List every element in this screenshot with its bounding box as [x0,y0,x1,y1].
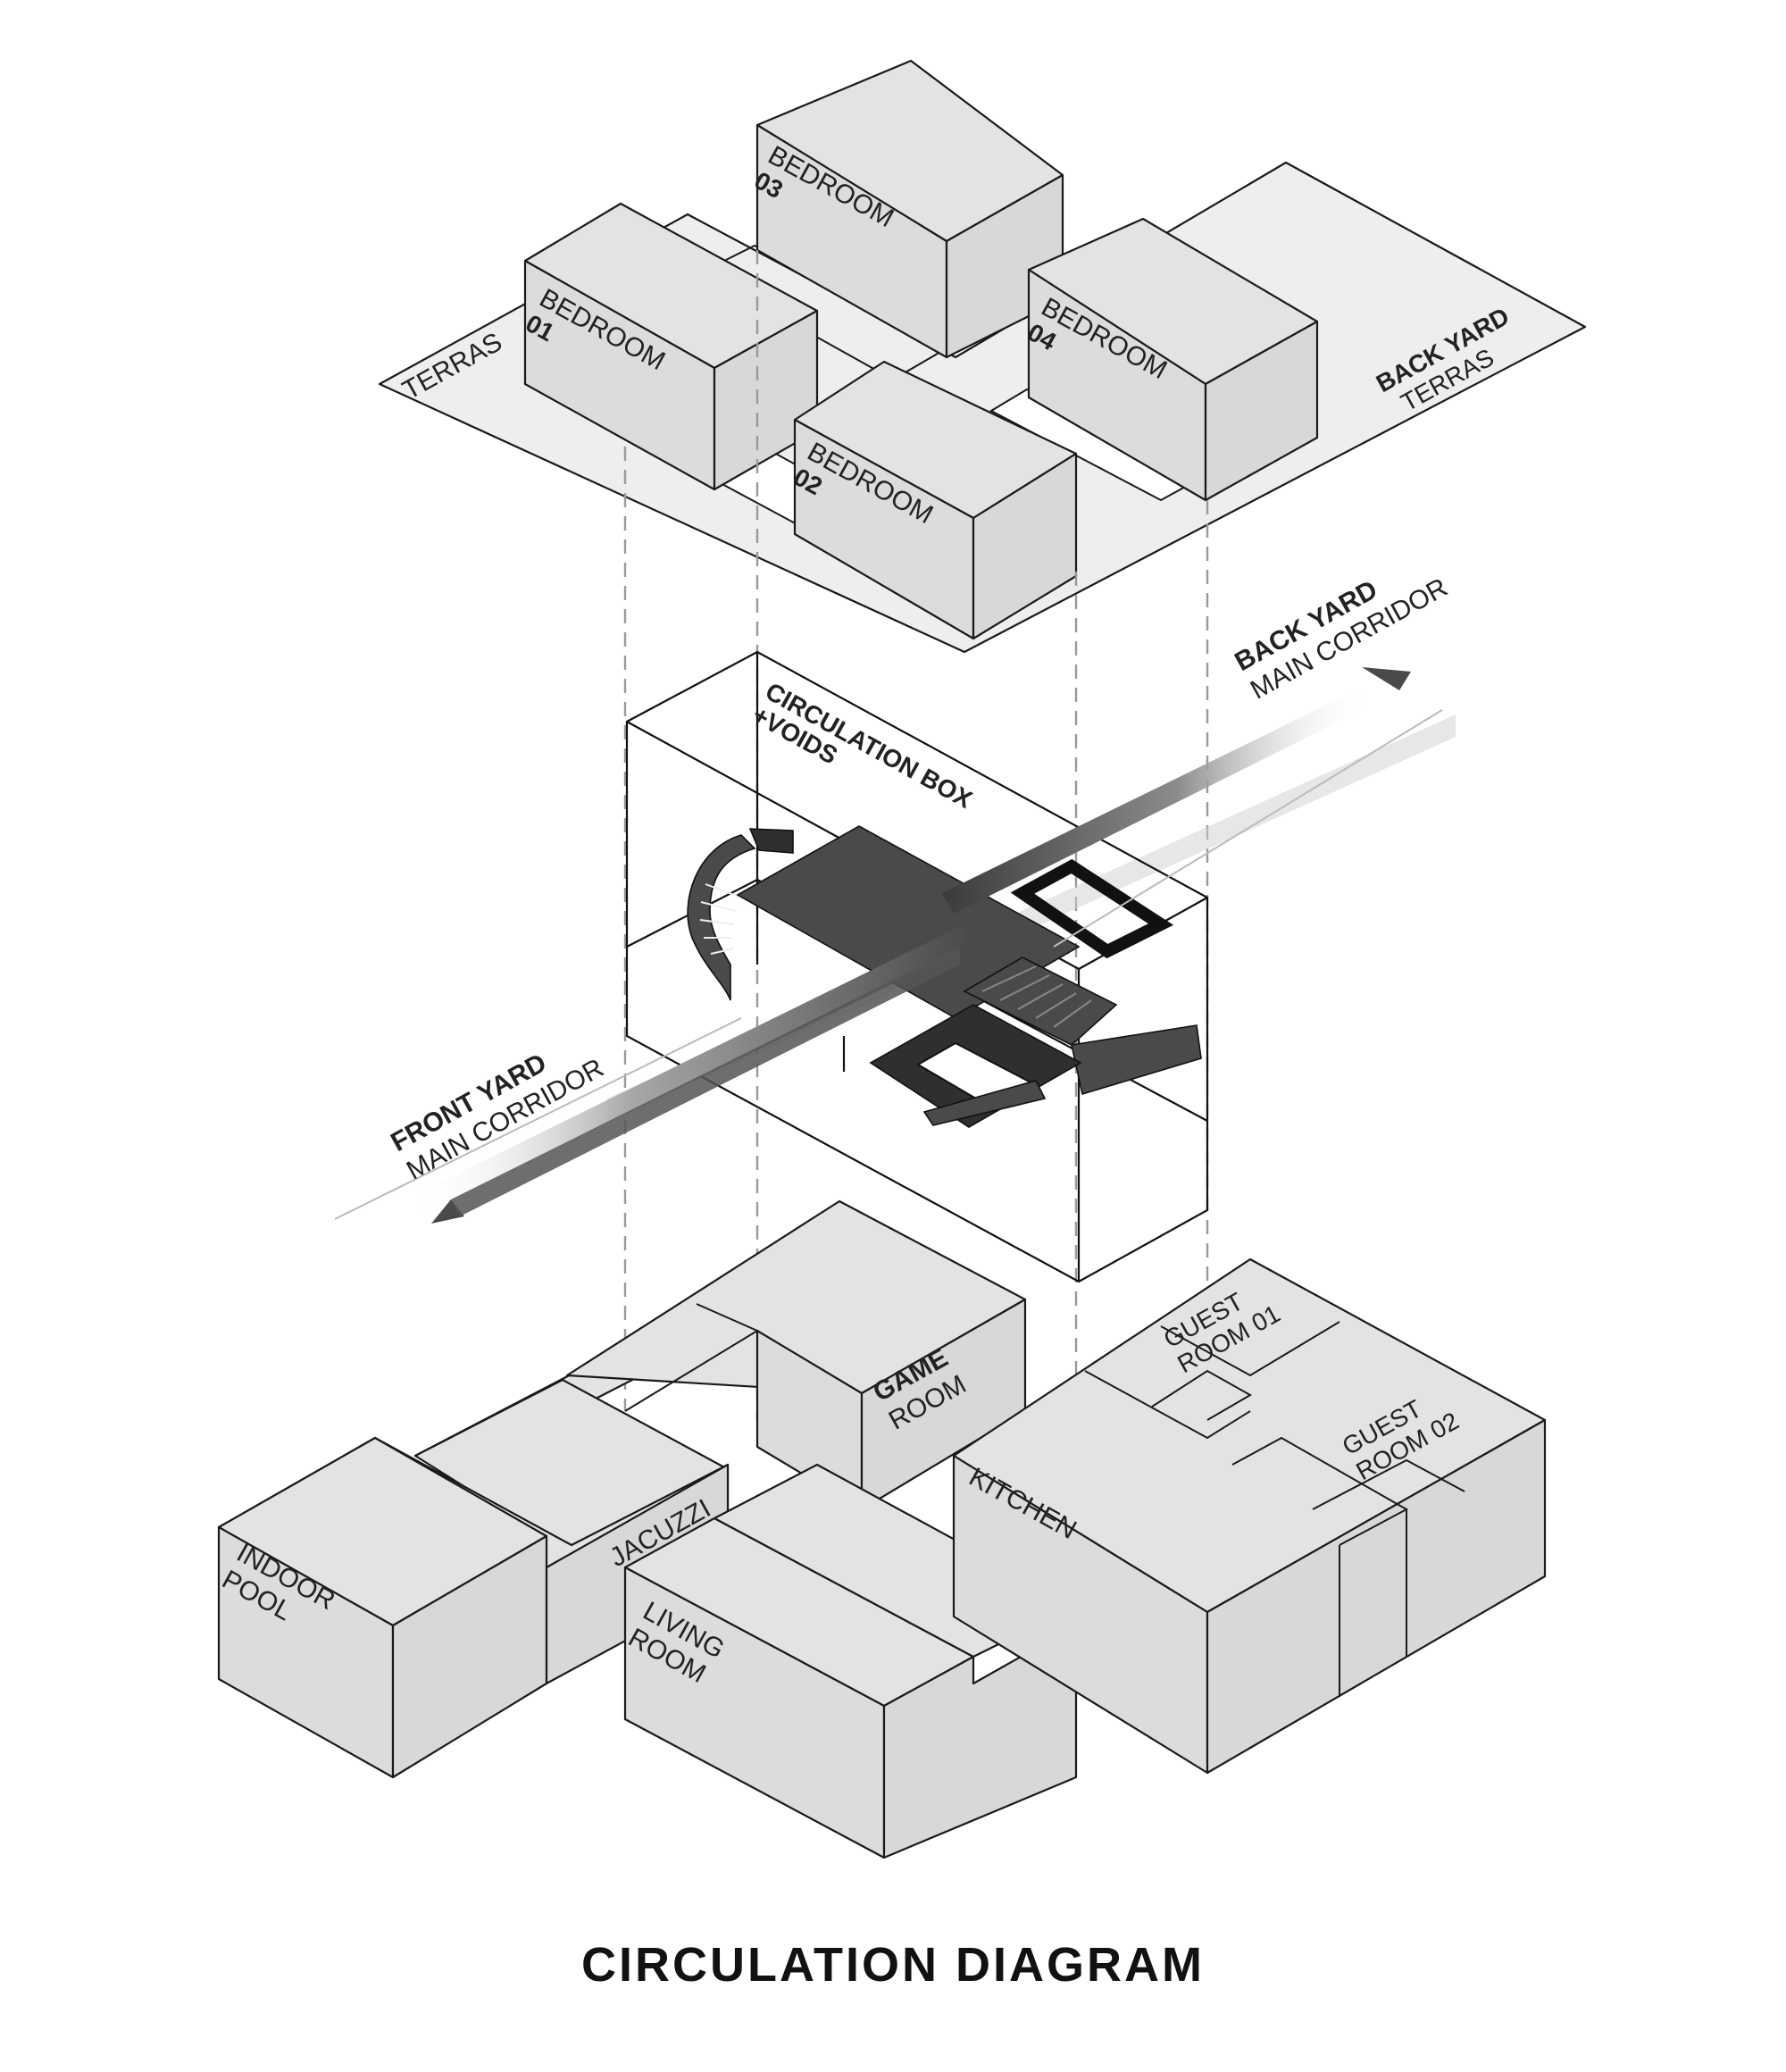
front-yard-arrowhead [431,1199,464,1224]
straight-stair [963,957,1202,1096]
bedroom-02-block [793,360,1078,640]
back-yard-corridor-label: BACK YARD MAIN CORRIDOR [1230,572,1452,705]
diagram-title: CIRCULATION DIAGRAM [581,1938,1205,1992]
box-inner-floor [626,878,1208,1122]
back-guide-line [1053,709,1443,948]
ground-floor: GAME ROOM INDOOR POOL JACUZZI LIVING ROO… [217,1199,1547,1859]
lower-stair [922,1080,1047,1126]
bedroom-01-block [523,202,819,491]
circulation-box-label: CIRCULATION BOX +VOIDS [748,677,978,814]
kitchen-guest-block [952,1257,1547,1775]
upper-floor: TERRAS BEDROOM 01 BEDROOM 03 BEDROOM 04 … [378,59,1587,654]
back-yard-arrowhead [1362,667,1411,690]
corridor-back-fade [942,683,1371,914]
corridor-front-fade [411,924,969,1215]
front-yard-arrow-shaft [451,947,960,1216]
front-guide-line [334,1017,742,1220]
bedroom-04-block [1027,217,1319,502]
circulation-box: CIRCULATION BOX +VOIDS BACK YARD MAIN CO… [334,572,1456,1283]
spiral-stair [687,828,794,1001]
game-room-block [565,1199,1027,1511]
